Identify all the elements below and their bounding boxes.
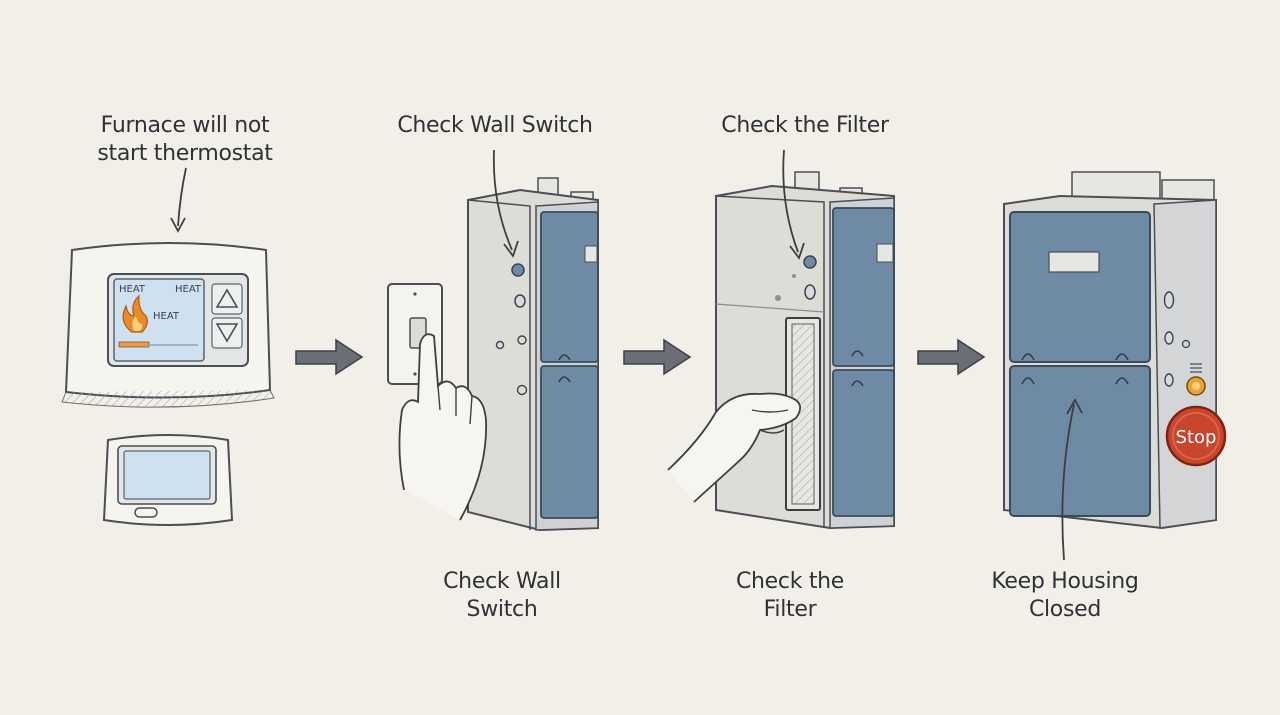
arrow-right-icon [917, 338, 986, 376]
step2-caption: Check Wall Switch [422, 568, 582, 624]
pointer-line [782, 149, 805, 260]
hand-icon [667, 392, 802, 503]
step2-caption-line2: Switch [466, 597, 538, 622]
step1-title-line1: Furnace will not [100, 113, 270, 138]
thermostat-mode-center: HEAT [153, 311, 180, 322]
step1-title: Furnace will not start thermostat [60, 112, 310, 168]
arrow-down-icon[interactable] [211, 317, 243, 349]
furnace-step2 [467, 177, 599, 532]
step4-caption-line1: Keep Housing [991, 569, 1139, 594]
stop-button[interactable]: Stop [1165, 405, 1227, 467]
air-filter[interactable] [785, 317, 821, 511]
hand-icon [398, 333, 488, 521]
step3-caption: Check the Filter [710, 568, 870, 624]
arrow-up-icon[interactable] [211, 283, 243, 315]
pointer-line [170, 167, 187, 233]
step4-caption: Keep Housing Closed [975, 568, 1155, 624]
step3-title: Check the Filter [721, 113, 889, 138]
pointer-line [1061, 398, 1083, 561]
pointer-line [492, 149, 519, 258]
step2-title: Check Wall Switch [397, 113, 593, 138]
step2-caption-line1: Check Wall [443, 569, 561, 594]
step3-caption-line1: Check the [735, 569, 845, 594]
thermostat-secondary [102, 434, 234, 526]
flame-icon [122, 294, 148, 333]
thermostat-mode-right: HEAT [175, 284, 202, 295]
arrow-right-icon [295, 338, 364, 376]
arrow-right-icon [623, 338, 692, 376]
furnace-step4 [1003, 171, 1217, 530]
thermostat-mode-left: HEAT [119, 284, 146, 295]
stop-button-label: Stop [1176, 427, 1217, 448]
thermostat-main: HEAT HEAT HEAT [61, 242, 275, 408]
step1-title-line2: start thermostat [97, 141, 273, 166]
step3-caption-line2: Filter [763, 597, 817, 622]
step4-caption-line2: Closed [1028, 597, 1102, 622]
